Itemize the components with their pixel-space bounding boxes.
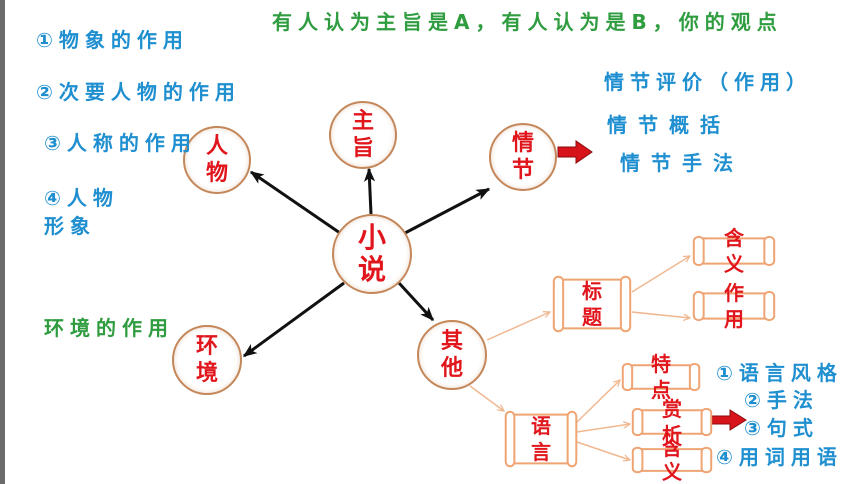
node-plot-label: 情节: [511, 131, 534, 183]
page-heading: 有人认为主旨是A，有人认为是B，你的观点: [272, 10, 783, 34]
plot-note-2: 情节概括: [607, 113, 731, 137]
scroll-title-meaning-label: 含义: [724, 226, 744, 276]
scroll-left-roll: [694, 292, 704, 320]
connector-language-to-appreciation: [576, 424, 630, 433]
node-character-label: 人物: [205, 134, 228, 186]
node-environment-label: 环境: [195, 334, 218, 386]
node-center-novel: 小说: [332, 214, 412, 294]
red-arrow-appreciation: [711, 409, 747, 431]
scroll-left-roll: [506, 412, 515, 467]
plot-note-1: 情节评价（作用）: [604, 70, 812, 94]
language-point-3: ③句式: [744, 416, 819, 440]
scroll-shape: [622, 363, 700, 391]
scroll-language-appreciation: 赏析: [632, 397, 712, 447]
scroll-shape: [505, 410, 577, 468]
character-note-2: ②次要人物的作用: [36, 80, 241, 104]
node-theme-label: 主旨: [351, 109, 374, 161]
node-plot: 情节: [489, 123, 557, 191]
scroll-left-roll: [554, 277, 563, 332]
language-point-4: ④用词用语: [716, 445, 843, 469]
character-note-4-line-1: ④人物: [44, 186, 119, 210]
scroll-body: [558, 280, 625, 329]
connector-language-to-meaning: [576, 441, 630, 460]
scroll-right-roll: [690, 364, 699, 390]
connector-language-to-features: [576, 380, 620, 423]
character-note-3: ③人称的作用: [44, 131, 197, 155]
scroll-language-features-label: 特点: [651, 352, 671, 402]
connector-other-to-title: [486, 312, 550, 341]
scroll-title-function: 作用: [693, 281, 775, 331]
scroll-right-roll: [702, 448, 712, 472]
scroll-language-label: 语言: [531, 414, 551, 464]
scroll-right-roll: [568, 412, 577, 467]
node-other-label: 其他: [440, 329, 463, 381]
environment-note: 环境的作用: [44, 316, 174, 340]
scroll-shape: [632, 447, 712, 473]
connector-title-to-meaning: [631, 256, 690, 293]
scroll-language-meaning-label: 含义: [662, 436, 682, 484]
scroll-body: [699, 238, 770, 263]
node-center-label: 小说: [357, 221, 386, 286]
arrow-novel-to-character: [249, 170, 341, 235]
scroll-left-roll: [633, 409, 643, 435]
scroll-language-features: 特点: [622, 352, 700, 402]
scroll-right-roll: [764, 292, 774, 320]
connector-title-to-function: [631, 311, 690, 318]
scroll-right-roll: [621, 277, 630, 332]
character-note-4-line-2: 形象: [44, 214, 96, 238]
arrow-novel-to-theme: [363, 167, 376, 215]
node-theme: 主旨: [329, 101, 397, 169]
scroll-shape: [693, 291, 775, 321]
scroll-title-meaning: 含义: [693, 226, 775, 276]
scroll-body: [699, 293, 770, 318]
scroll-language: 语言: [505, 410, 577, 468]
red-arrow-plot: [557, 140, 593, 164]
plot-note-3: 情节手法: [620, 151, 744, 175]
scroll-language-appreciation-label: 赏析: [662, 397, 682, 447]
scroll-right-roll: [702, 409, 712, 435]
left-edge-strip: [0, 0, 5, 484]
character-note-1: ①物象的作用: [36, 28, 189, 52]
scroll-right-roll: [764, 237, 774, 265]
node-character: 人物: [183, 126, 251, 194]
scroll-language-meaning: 含义: [632, 436, 712, 484]
scroll-left-roll: [633, 448, 643, 472]
node-other: 其他: [417, 320, 487, 390]
language-point-2: ②手法: [744, 388, 819, 412]
scroll-shape: [553, 275, 631, 333]
arrow-novel-to-other: [397, 281, 435, 322]
scroll-shape: [632, 408, 712, 436]
arrow-novel-to-environment: [242, 281, 345, 358]
node-environment: 环境: [172, 325, 242, 395]
scroll-title: 标题: [553, 275, 631, 333]
arrow-novel-to-plot: [404, 187, 491, 235]
scroll-title-function-label: 作用: [724, 281, 744, 331]
language-point-1: ①语言风格: [716, 361, 843, 385]
scroll-left-roll: [623, 364, 632, 390]
scroll-left-roll: [694, 237, 704, 265]
connector-other-to-language: [469, 385, 504, 411]
scroll-title-label: 标题: [582, 279, 602, 329]
scroll-shape: [693, 236, 775, 266]
